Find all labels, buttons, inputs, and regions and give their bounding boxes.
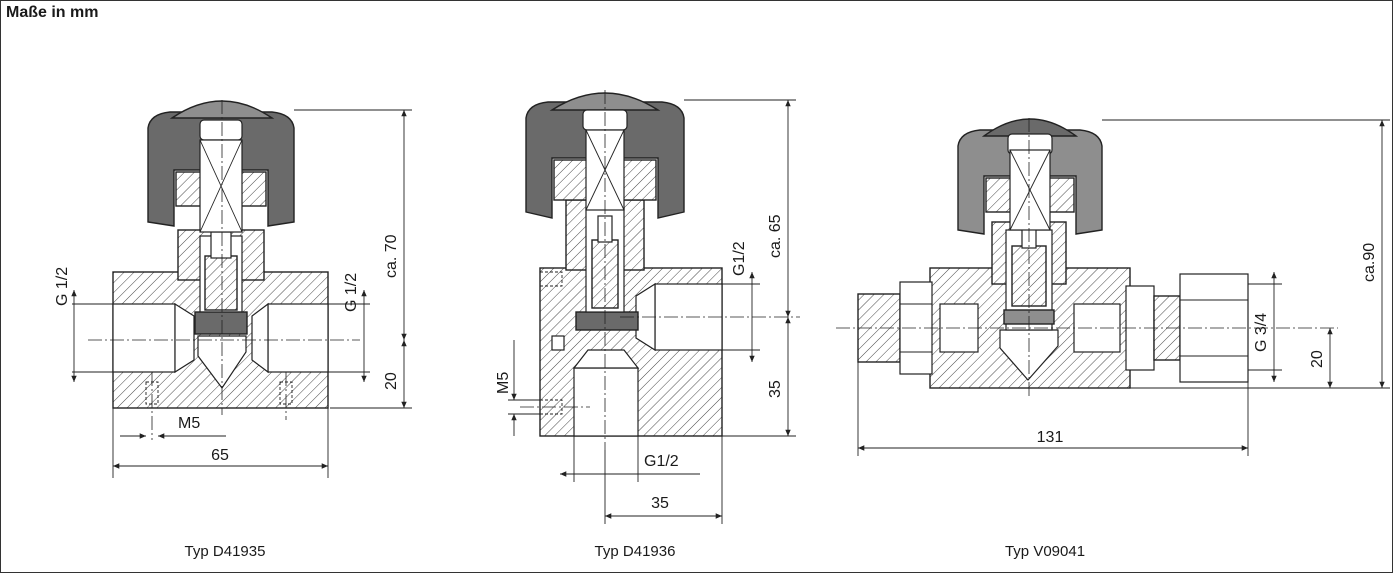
valve-seat-1 <box>197 335 247 390</box>
dim-thread-right-2: G1/2 <box>731 241 748 276</box>
dim-low-3: 20 <box>1309 350 1326 368</box>
dim-mount-2: M5 <box>495 372 512 394</box>
dim-height-2: ca. 65 <box>767 214 784 258</box>
port-right-1 <box>267 303 329 373</box>
valve-d41935: 65 M5 G 1/2 G 1/2 ca. 70 20 <box>54 100 412 478</box>
dim-length-3: 131 <box>1037 429 1064 446</box>
valve-v09041: 131 G 3/4 20 ca.90 <box>836 118 1390 456</box>
dim-thread-bottom-2: G1/2 <box>644 453 679 470</box>
dim-thread-3: G 3/4 <box>1253 313 1270 352</box>
caption-d41935: Typ D41935 <box>185 543 266 560</box>
dim-mount-1: M5 <box>178 415 200 432</box>
handwheel-3 <box>957 129 1103 235</box>
port-left-1 <box>112 303 176 373</box>
dim-low-2: 35 <box>767 380 784 398</box>
caption-v09041: Typ V09041 <box>1005 543 1085 560</box>
dim-low-1: 20 <box>383 372 400 390</box>
port-bottom-2 <box>573 367 639 437</box>
valve-d41936: G1/2 ca. 65 35 M5 G1/2 35 <box>495 90 800 524</box>
dim-height-3: ca.90 <box>1361 243 1378 282</box>
handwheel-2 <box>525 101 685 219</box>
dim-thread-right-1: G 1/2 <box>343 273 360 312</box>
dim-thread-left-1: G 1/2 <box>54 267 71 306</box>
dim-height-1: ca. 70 <box>383 234 400 278</box>
caption-d41936: Typ D41936 <box>595 543 676 560</box>
dim-width-1: 65 <box>211 447 229 464</box>
page-title: Maße in mm <box>6 4 99 21</box>
dim-bottom-width-2: 35 <box>651 495 669 512</box>
